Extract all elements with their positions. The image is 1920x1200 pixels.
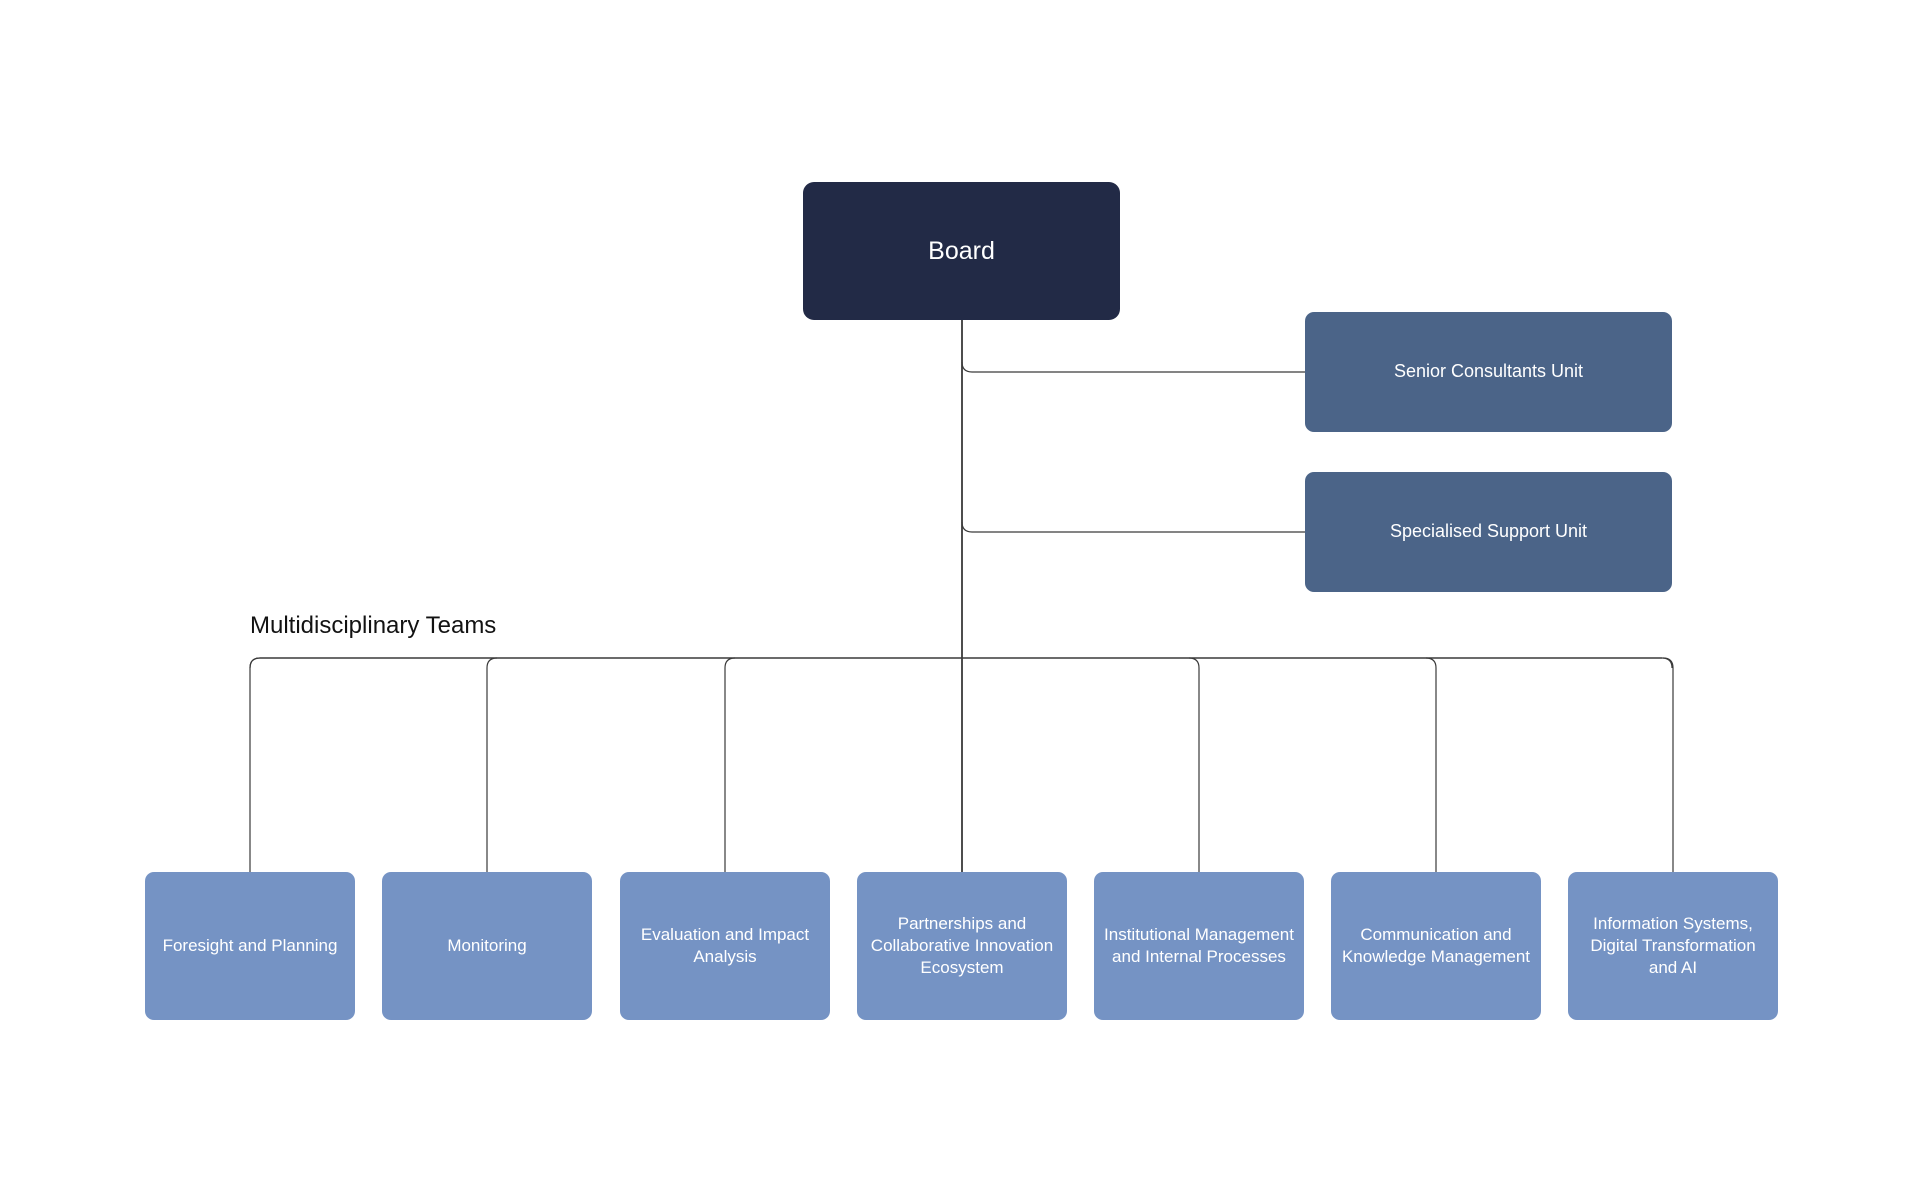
node-team-institutional-management-and-internal-processes[interactable]: Institutional Management and Internal Pr…	[1094, 872, 1304, 1020]
node-team-evaluation-and-impact-analysis[interactable]: Evaluation and Impact Analysis	[620, 872, 830, 1020]
node-team-monitoring[interactable]: Monitoring	[382, 872, 592, 1020]
multidisciplinary-teams-label: Multidisciplinary Teams	[250, 612, 497, 639]
node-team-information-systems-digital-transformation-and-ai[interactable]: Information Systems, Digital Transformat…	[1568, 872, 1778, 1020]
node-team-communication-and-knowledge-management[interactable]: Communication and Knowledge Management	[1331, 872, 1541, 1020]
node-senior-consultants-unit[interactable]: Senior Consultants Unit	[1305, 312, 1672, 432]
node-board[interactable]: Board	[803, 182, 1120, 320]
node-specialised-support-unit[interactable]: Specialised Support Unit	[1305, 472, 1672, 592]
node-team-partnerships-and-collaborative-innovation-ecosystem[interactable]: Partnerships and Collaborative Innovatio…	[857, 872, 1067, 1020]
node-team-foresight-and-planning[interactable]: Foresight and Planning	[145, 872, 355, 1020]
